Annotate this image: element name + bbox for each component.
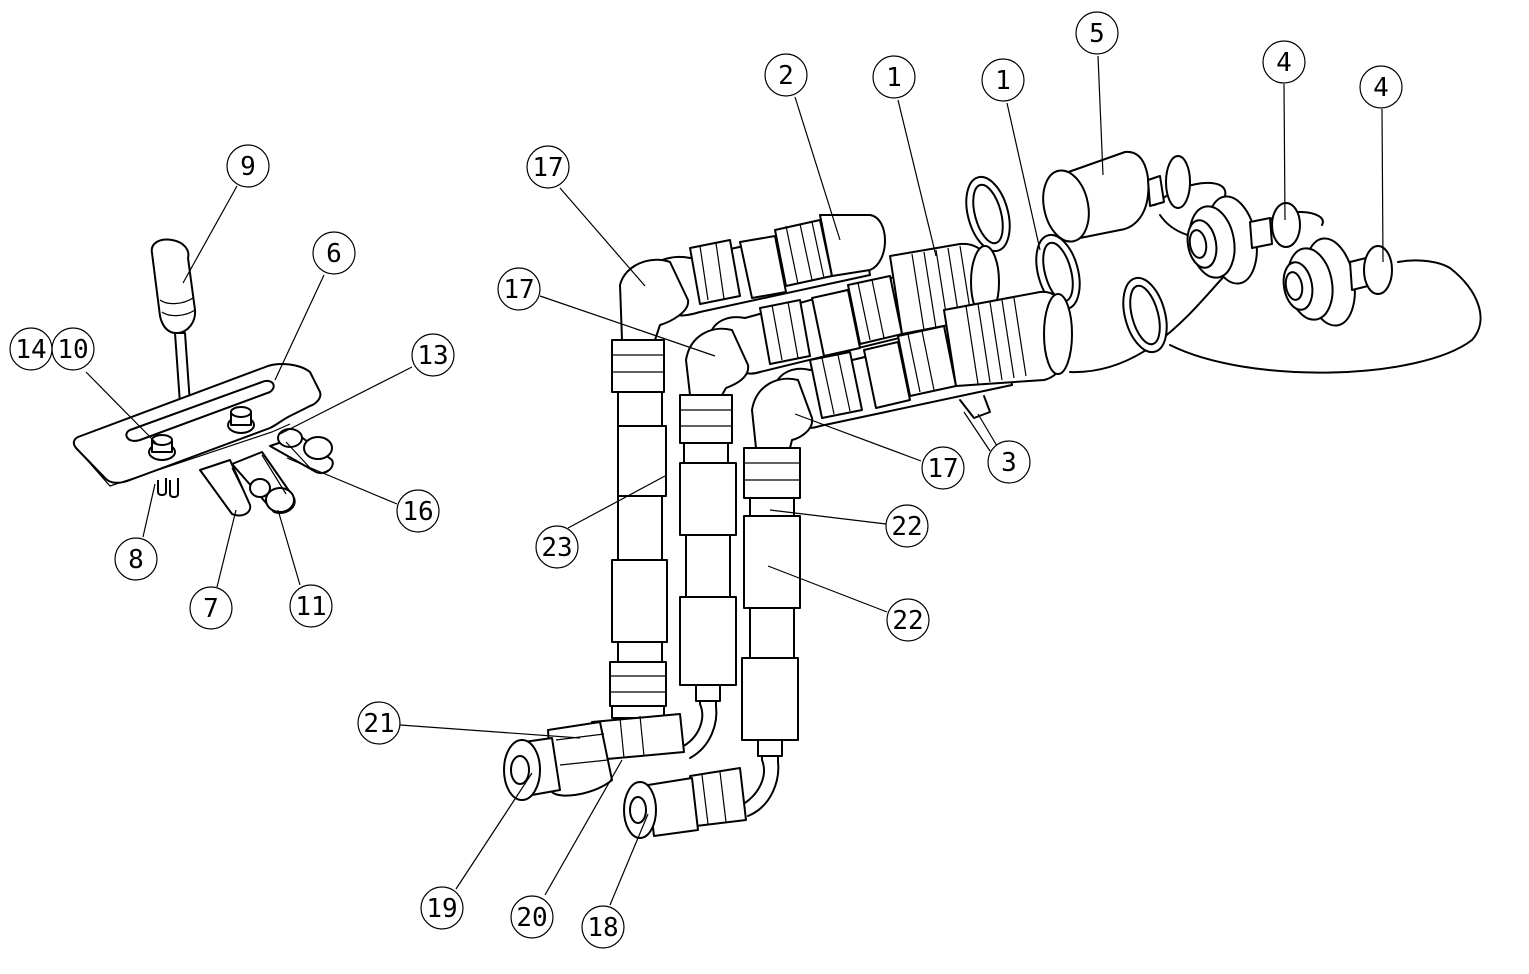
hose-assembly [503, 150, 1482, 839]
callout-4-right: 4 [1359, 65, 1403, 109]
callout-1-right: 1 [981, 58, 1025, 102]
callout-3: 3 [987, 440, 1031, 484]
callout-16: 16 [396, 489, 440, 533]
callout-22-lower: 22 [886, 598, 930, 642]
hose-line-a [609, 214, 886, 719]
callout-label: 5 [1089, 19, 1105, 49]
callout-label: 4 [1373, 73, 1389, 103]
callout-label: 1 [995, 66, 1011, 96]
callout-4-left: 4 [1262, 40, 1306, 84]
callout-label: 6 [326, 239, 342, 269]
callout-20: 20 [510, 895, 554, 939]
callout-22-upper: 22 [885, 504, 929, 548]
lever-knob [150, 238, 197, 335]
callout-label: 14 [15, 335, 46, 365]
dust-cap-5 [1042, 150, 1191, 243]
callout-label: 16 [402, 497, 433, 527]
hose-line-c [739, 290, 1073, 817]
callout-6: 6 [312, 231, 356, 275]
callout-23: 23 [535, 525, 579, 569]
callout-18: 18 [581, 905, 625, 949]
hose-line-b [679, 242, 1000, 759]
callout-label: 10 [57, 335, 88, 365]
adapter-18 [623, 767, 747, 839]
callout-label: 9 [240, 152, 256, 182]
callout-11: 11 [289, 584, 333, 628]
callout-2: 2 [764, 53, 808, 97]
lever-slot [125, 380, 275, 442]
callout-label: 23 [541, 533, 572, 563]
callout-21: 21 [357, 701, 401, 745]
callout-label: 2 [778, 61, 794, 91]
hex-nut-10 [148, 434, 176, 461]
valve-body-7 [199, 459, 252, 517]
hex-nut-center [227, 406, 255, 434]
callout-label: 4 [1276, 48, 1292, 78]
callout-9: 9 [226, 144, 270, 188]
callout-17-upper: 17 [526, 145, 570, 189]
callout-label: 8 [128, 545, 144, 575]
callout-label: 1 [886, 63, 902, 93]
retaining-clip [959, 395, 991, 419]
callout-label: 18 [587, 913, 618, 943]
callout-label: 17 [503, 275, 534, 305]
callout-label: 17 [532, 153, 563, 183]
callout-17-lower: 17 [921, 446, 965, 490]
callout-7: 7 [189, 586, 233, 630]
dust-plug-4a [1186, 195, 1301, 285]
callout-label: 3 [1001, 448, 1017, 478]
callout-14: 14 [9, 327, 53, 371]
callout-label: 22 [891, 512, 922, 542]
callout-label: 20 [516, 903, 547, 933]
o-ring-1a [965, 175, 1011, 253]
callout-19: 19 [420, 886, 464, 930]
callout-label: 7 [203, 594, 219, 624]
callout-label: 17 [927, 454, 958, 484]
callout-13: 13 [411, 333, 455, 377]
callout-10: 10 [51, 327, 95, 371]
callout-label: 22 [892, 606, 923, 636]
lever-assembly [72, 238, 334, 517]
callout-label: 19 [426, 894, 457, 924]
o-ring-loose [1122, 276, 1168, 354]
callout-8: 8 [114, 537, 158, 581]
callout-17-middle: 17 [497, 267, 541, 311]
o-ring-1b [1035, 233, 1081, 311]
callout-5: 5 [1075, 11, 1119, 55]
leader-lines [85, 55, 1384, 906]
callout-1-left: 1 [872, 55, 916, 99]
tether-cable [1069, 181, 1482, 374]
callout-label: 11 [295, 592, 326, 622]
dust-plug-4b [1282, 237, 1393, 327]
callout-label: 13 [417, 341, 448, 371]
callout-label: 21 [363, 709, 394, 739]
adapter-19-20-21 [503, 713, 685, 801]
base-plate [72, 363, 322, 484]
